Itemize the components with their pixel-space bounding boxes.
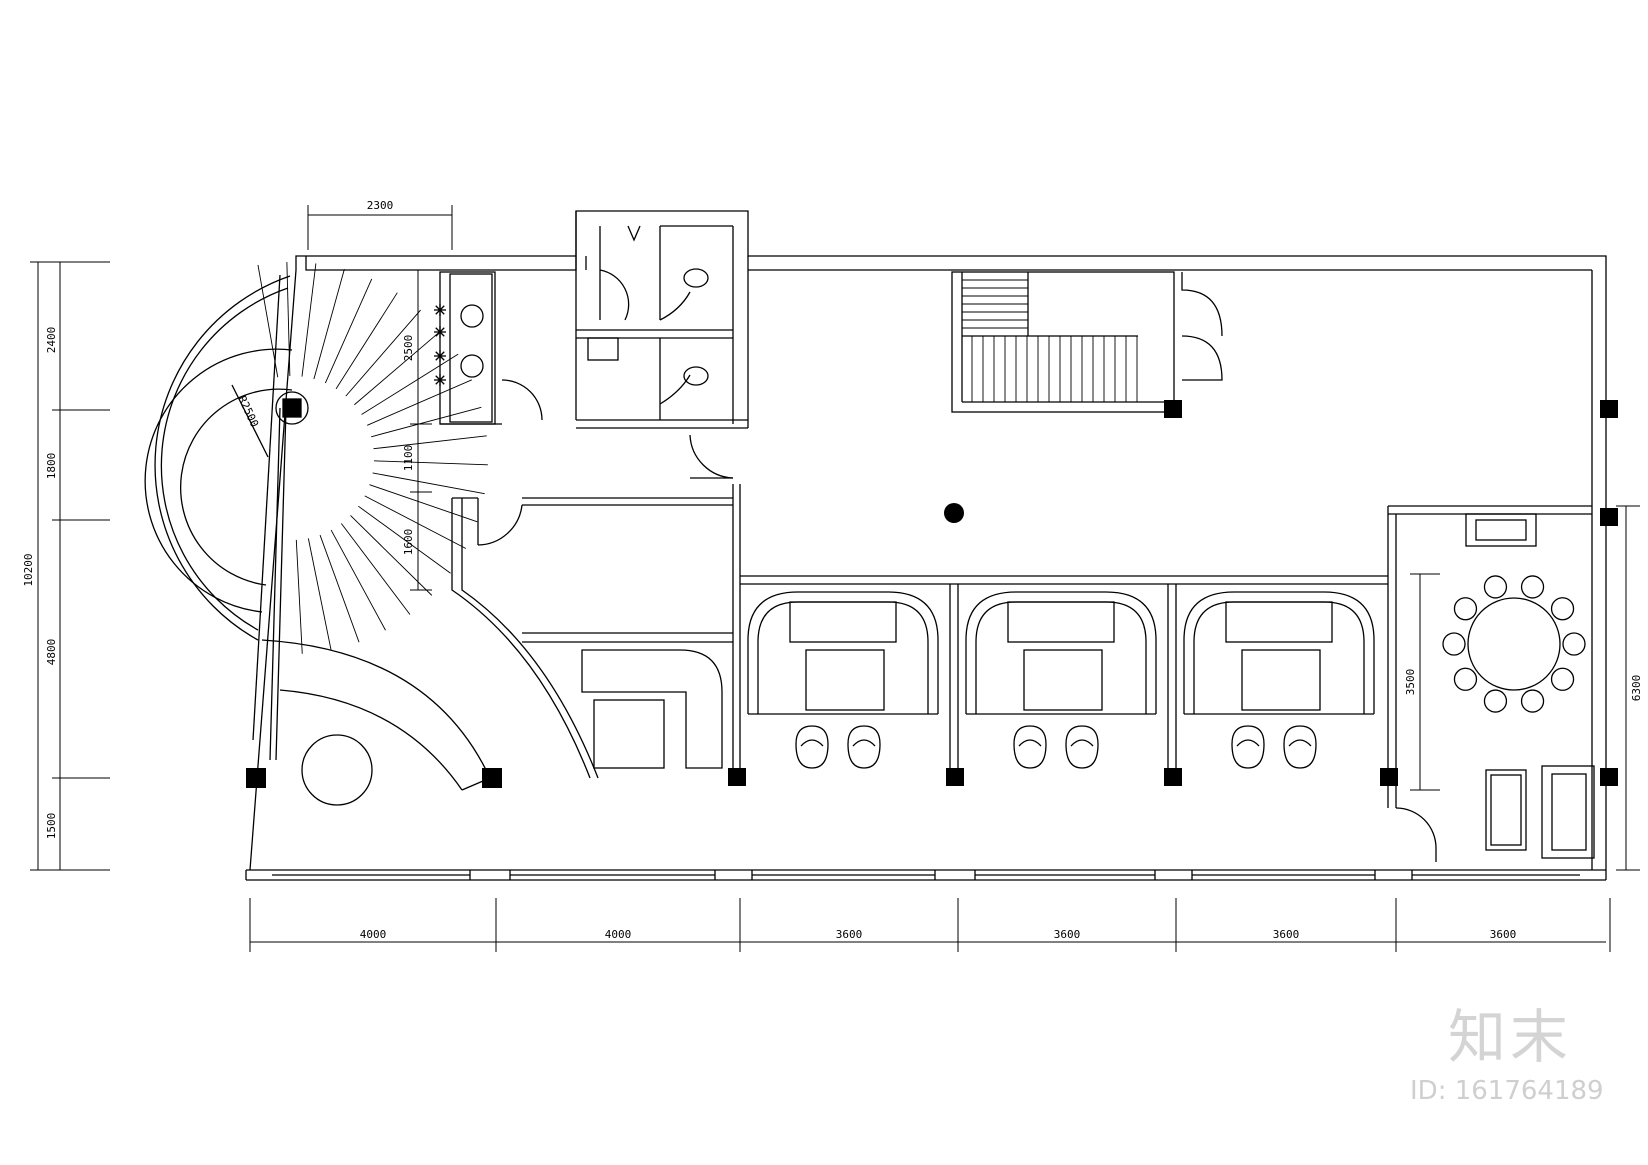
dimension-lines <box>30 205 1640 952</box>
dim-inner-2: 1100 <box>402 445 415 472</box>
dim-bottom-6: 3600 <box>1490 928 1517 941</box>
spiral-staircase <box>144 262 488 761</box>
vip-room <box>1387 505 1595 862</box>
dim-inner-3: 1600 <box>402 529 415 556</box>
reception-counter <box>261 639 491 806</box>
dim-left-total: 10200 <box>22 553 35 586</box>
dim-bottom-5: 3600 <box>1273 928 1300 941</box>
dim-bottom-4: 3600 <box>1054 928 1081 941</box>
dim-right-2: 6300 <box>1630 675 1643 702</box>
booth-row <box>740 575 1388 770</box>
watermark-logo: 知末 <box>1448 1003 1573 1071</box>
dim-top: 2300 <box>367 199 394 212</box>
dim-bottom-1: 4000 <box>360 928 387 941</box>
dim-inner-1: 2500 <box>402 335 415 362</box>
straight-staircase <box>951 271 1223 413</box>
stair-radius-label: R2500 <box>235 394 261 430</box>
stair-column <box>275 391 309 425</box>
dim-bottom-2: 4000 <box>605 928 632 941</box>
washroom-block <box>434 225 749 770</box>
dim-left-1: 2400 <box>45 327 58 354</box>
service-area <box>451 497 733 779</box>
vip-round-table <box>1467 597 1561 691</box>
exterior-walls <box>245 210 1607 881</box>
columns <box>246 400 1618 788</box>
dim-left-3: 4800 <box>45 639 58 666</box>
dim-left-4: 1500 <box>45 813 58 840</box>
dim-left-2: 1800 <box>45 453 58 480</box>
dim-right-1: 3500 <box>1404 669 1417 696</box>
round-table <box>301 734 373 806</box>
dimension-labels: R2500 2400 1800 4800 1500 10200 2500 110… <box>22 199 1643 941</box>
dim-bottom-3: 3600 <box>836 928 863 941</box>
watermark-id: ID: 161764189 <box>1410 1076 1604 1106</box>
